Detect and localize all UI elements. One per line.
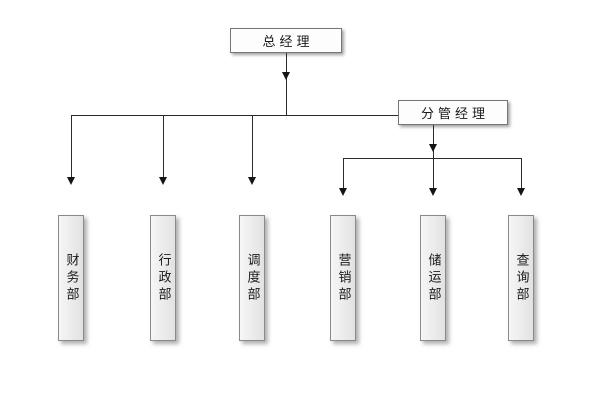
arrow-down-icon — [159, 177, 167, 185]
connector-drop-dispatch — [252, 115, 253, 177]
node-dept-finance-label: 财务部 — [63, 252, 79, 304]
arrow-down-icon — [282, 72, 290, 80]
node-deputy-manager: 分管经理 — [398, 100, 508, 125]
node-deputy-manager-label: 分管经理 — [420, 107, 489, 122]
connector-drop-admin — [163, 115, 164, 177]
node-dept-storage-transport-label: 储运部 — [425, 252, 441, 304]
arrow-down-icon — [339, 188, 347, 196]
connector-drop-storage — [433, 158, 434, 188]
arrow-down-icon — [517, 188, 525, 196]
connector-right-horizontal — [343, 158, 522, 159]
arrow-down-icon — [429, 144, 437, 152]
connector-drop-marketing — [343, 158, 344, 188]
node-general-manager: 总经理 — [230, 28, 342, 53]
node-dept-finance: 财务部 — [58, 215, 84, 341]
arrow-down-icon — [429, 188, 437, 196]
node-dept-marketing: 营销部 — [330, 215, 356, 341]
connector-drop-finance — [71, 115, 72, 177]
node-dept-marketing-label: 营销部 — [335, 252, 351, 304]
connector-deputy-vertical — [433, 125, 434, 158]
node-general-manager-label: 总经理 — [262, 35, 314, 50]
node-dept-admin: 行政部 — [150, 215, 176, 341]
connector-root-vertical — [286, 53, 287, 115]
node-dept-dispatch: 调度部 — [239, 215, 265, 341]
arrow-down-icon — [248, 177, 256, 185]
arrow-down-icon — [67, 177, 75, 185]
node-dept-admin-label: 行政部 — [155, 252, 171, 304]
node-dept-inquiry-label: 查询部 — [513, 252, 529, 304]
node-dept-dispatch-label: 调度部 — [244, 252, 260, 304]
node-dept-inquiry: 查询部 — [508, 215, 534, 341]
connector-main-horizontal — [71, 115, 398, 116]
node-dept-storage-transport: 储运部 — [420, 215, 446, 341]
connector-drop-inquiry — [521, 158, 522, 188]
